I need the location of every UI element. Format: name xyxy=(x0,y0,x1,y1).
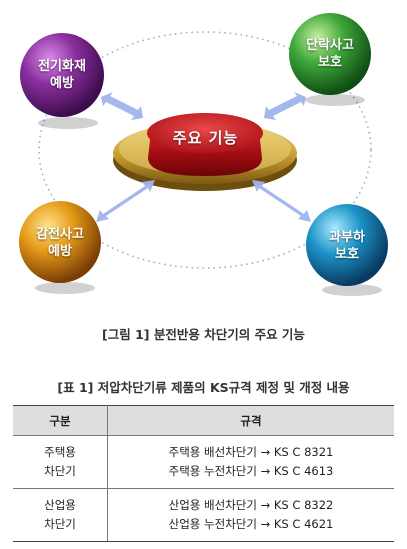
function-diagram: 전기화재 예방 단락사고 보호 감전사고 예방 과부하 보호 주요 기능 xyxy=(5,13,402,296)
table-header-row: 구분 규격 xyxy=(13,405,394,436)
table-row: 주택용 차단기 주택용 배선차단기 → KS C 8321 주택용 누전차단기 … xyxy=(13,435,394,489)
ks-standards-table: 구분 규격 주택용 차단기 주택용 배선차단기 → KS C 8321 주택용 … xyxy=(13,405,394,542)
sphere-label-line: 과부하 xyxy=(329,230,365,245)
diagram-graphic xyxy=(19,13,388,296)
header-category: 구분 xyxy=(13,405,108,436)
sphere-label-line: 단락사고 xyxy=(306,38,354,53)
category-line: 차단기 xyxy=(44,517,76,531)
row-specs: 주택용 배선차단기 → KS C 8321 주택용 누전차단기 → KS C 4… xyxy=(107,435,394,489)
sphere-label-line: 예방 xyxy=(48,244,72,259)
sphere-label-line: 보호 xyxy=(318,55,342,70)
table-caption: [표 1] 저압차단기류 제품의 KS규격 제정 및 개정 내용 xyxy=(57,380,350,395)
sphere-label-short-circuit: 단락사고 보호 xyxy=(275,37,385,71)
table-row: 산업용 차단기 산업용 배선차단기 → KS C 8322 산업용 누전차단기 … xyxy=(13,488,394,542)
spec-line: 주택용 배선차단기 → KS C 8321 xyxy=(168,445,334,459)
spec-line: 산업용 누전차단기 → KS C 4621 xyxy=(168,517,334,531)
sphere-label-line: 감전사고 xyxy=(36,227,84,242)
sphere-label-fire-prevention: 전기화재 예방 xyxy=(7,58,117,92)
row-specs: 산업용 배선차단기 → KS C 8322 산업용 누전차단기 → KS C 4… xyxy=(107,488,394,542)
header-standard: 규격 xyxy=(107,405,394,436)
sphere-label-overload: 과부하 보호 xyxy=(292,229,402,263)
row-category: 산업용 차단기 xyxy=(13,488,108,542)
row-category: 주택용 차단기 xyxy=(13,435,108,489)
sphere-label-line: 전기화재 xyxy=(38,59,86,74)
sphere-label-line: 보호 xyxy=(335,247,359,262)
sphere-label-shock-prevention: 감전사고 예방 xyxy=(5,226,115,260)
spec-line: 주택용 누전차단기 → KS C 4613 xyxy=(168,464,334,478)
category-line: 주택용 xyxy=(44,445,76,459)
category-line: 산업용 xyxy=(44,498,76,512)
category-line: 차단기 xyxy=(44,464,76,478)
sphere-label-line: 예방 xyxy=(50,76,74,91)
center-label: 주요 기능 xyxy=(172,129,239,147)
figure-caption: [그림 1] 분전반용 차단기의 주요 기능 xyxy=(102,327,305,342)
spec-line: 산업용 배선차단기 → KS C 8322 xyxy=(168,498,334,512)
